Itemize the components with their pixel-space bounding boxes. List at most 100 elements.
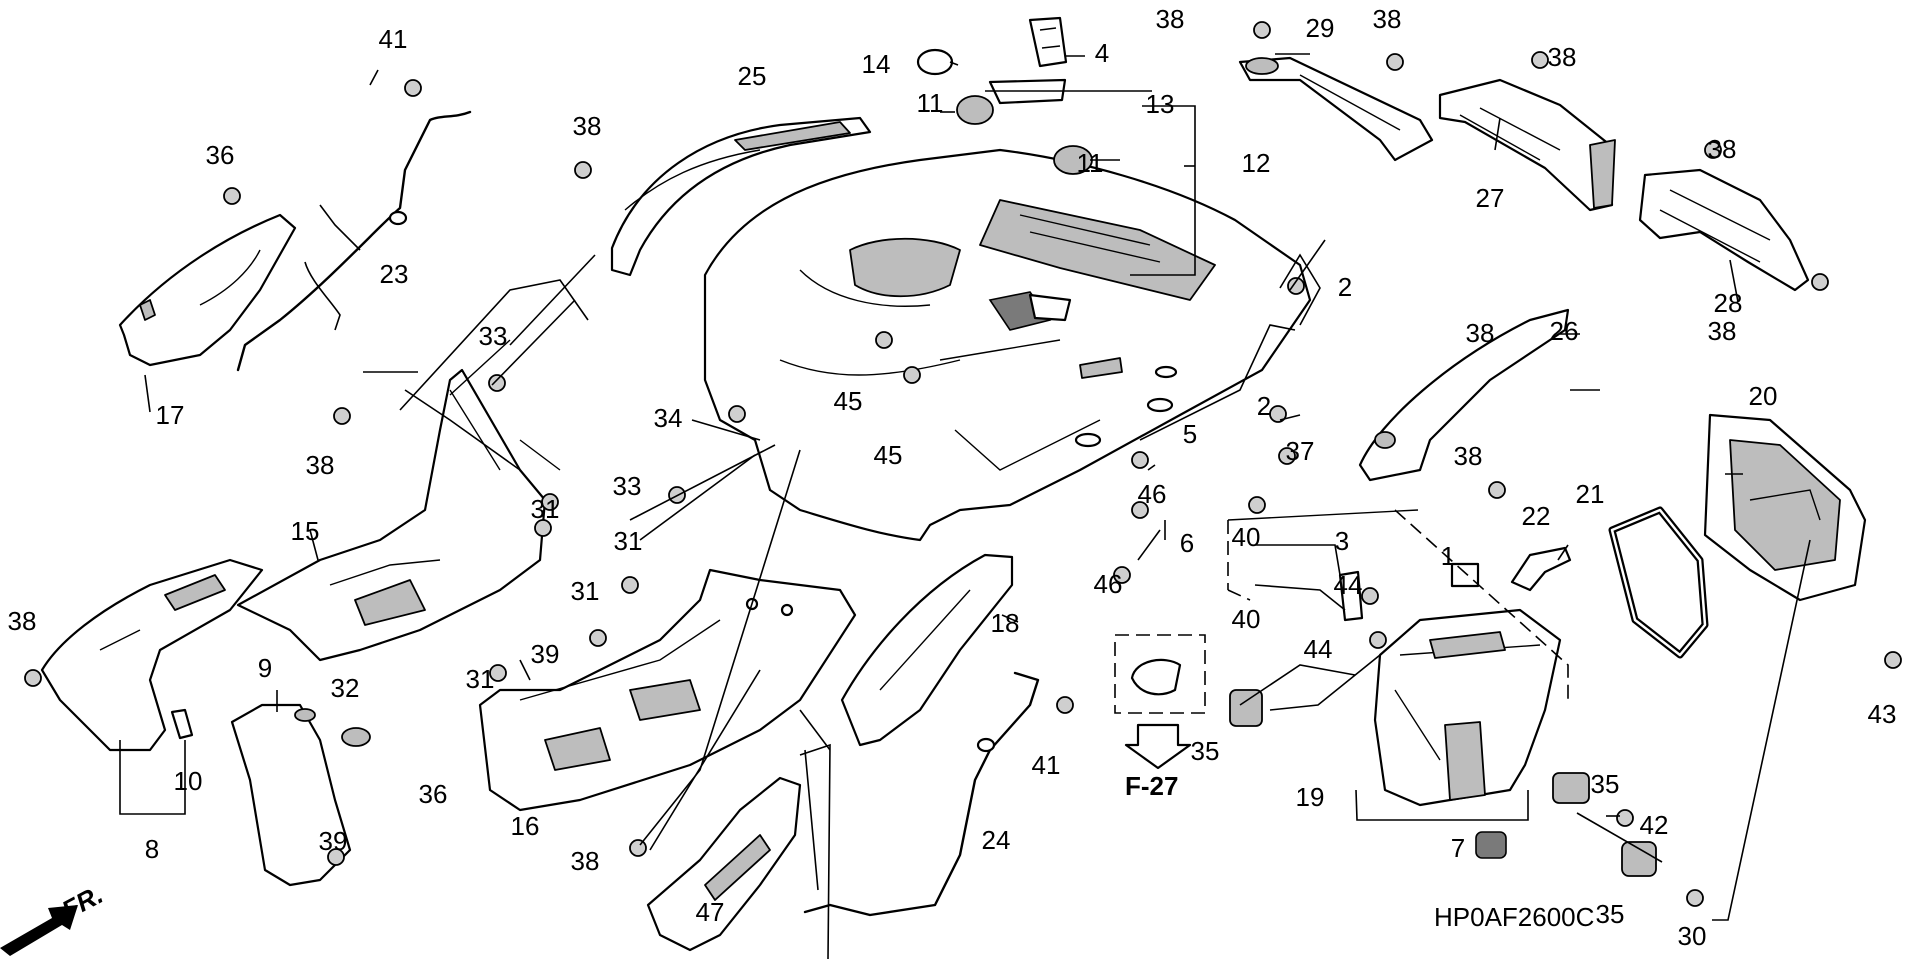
part-17-side-cover — [118, 213, 297, 367]
part-12-front-fender — [703, 148, 1312, 542]
callout-38: 38 — [8, 606, 37, 636]
callout-6: 6 — [1180, 528, 1194, 558]
callout-9: 9 — [258, 653, 272, 683]
fastener-bolt-icon — [574, 161, 592, 179]
callout-46-2: 46 — [1094, 569, 1123, 599]
fastener-bolt-icon — [1131, 451, 1149, 469]
callout-46: 46 — [1138, 479, 1167, 509]
callout-13: 13 — [1146, 89, 1175, 119]
callout-24: 24 — [982, 825, 1011, 855]
fastener-bolt-icon — [1811, 273, 1829, 291]
fastener-bolt-icon — [1278, 447, 1296, 465]
fastener-bolt-icon — [1488, 481, 1506, 499]
fastener-bolt-icon — [1531, 51, 1549, 69]
callout-7: 7 — [1451, 833, 1465, 863]
fastener-bolt-icon — [1884, 651, 1902, 669]
part-15-footrest-left — [236, 339, 561, 662]
fastener-bolt-icon — [1686, 889, 1704, 907]
part-18-mud-flap — [840, 553, 1014, 747]
callout-1: 1 — [1441, 541, 1455, 571]
callout-36: 36 — [206, 140, 235, 170]
callout-38-4: 38 — [1156, 4, 1185, 34]
callout-38-9: 38 — [1454, 441, 1483, 471]
callout-28: 28 — [1714, 288, 1743, 318]
callout-34: 34 — [654, 403, 683, 433]
callout-8: 8 — [145, 834, 159, 864]
fastener-bolt-icon — [1704, 141, 1722, 159]
callout-4: 4 — [1095, 38, 1109, 68]
part-20-tail-light — [1703, 413, 1867, 602]
callout-44-2: 44 — [1304, 634, 1333, 664]
callout-38-8: 38 — [1708, 316, 1737, 346]
fastener-bolt-icon — [223, 187, 241, 205]
callout-40-2: 40 — [1232, 604, 1261, 634]
callout-2-2: 2 — [1257, 391, 1271, 421]
callout-22: 22 — [1522, 501, 1551, 531]
part-4-clip — [1028, 16, 1068, 68]
callout-30: 30 — [1678, 921, 1707, 951]
callout-41: 41 — [379, 24, 408, 54]
callout-11: 11 — [917, 88, 944, 118]
fastener-bolt-icon — [1361, 587, 1379, 605]
callout-41-2: 41 — [1032, 750, 1061, 780]
callout-38-3: 38 — [573, 111, 602, 141]
fastener-bolt-icon — [1113, 566, 1131, 584]
ref-label: F-27 — [1125, 771, 1178, 801]
fastener-bolt-icon — [1248, 496, 1266, 514]
part-1-pad — [1450, 562, 1480, 588]
callout-29: 29 — [1306, 13, 1335, 43]
callout-37: 37 — [1286, 436, 1315, 466]
part-14-cap — [916, 48, 954, 76]
fastener-bolt-icon — [541, 493, 559, 511]
diagram-code: HP0AF2600C — [1434, 902, 1594, 932]
part-11-rubber-a — [956, 95, 994, 125]
fastener-bolt-icon — [629, 839, 647, 857]
part-23-cable — [236, 110, 472, 372]
callout-33: 33 — [479, 321, 508, 351]
callout-16: 16 — [511, 811, 540, 841]
fastener-bolt-icon — [489, 664, 507, 682]
callout-38-10: 38 — [571, 846, 600, 876]
callout-47: 47 — [696, 897, 725, 927]
callout-35-2: 35 — [1591, 769, 1620, 799]
fastener-bolt-icon — [327, 848, 345, 866]
fastener-bolt-icon — [24, 669, 42, 687]
part-16-footrest-right — [478, 568, 857, 812]
callout-31-3: 31 — [571, 576, 600, 606]
ref-f27-box — [1114, 634, 1206, 770]
leader-lines — [119, 53, 1811, 960]
front-arrow-icon — [0, 905, 78, 956]
fastener-bolt-icon — [903, 366, 921, 384]
callout-21: 21 — [1576, 479, 1605, 509]
callout-40: 40 — [1232, 522, 1261, 552]
callout-32: 32 — [331, 673, 360, 703]
callout-38-2: 38 — [306, 450, 335, 480]
callout-35: 35 — [1191, 736, 1220, 766]
callout-14: 14 — [862, 49, 891, 79]
part-35-filter-b — [1552, 772, 1590, 804]
group-box-19 — [1227, 509, 1569, 700]
callout-43: 43 — [1868, 699, 1897, 729]
callout-35-3: 35 — [1596, 899, 1625, 929]
callout-39: 39 — [531, 639, 560, 669]
part-35-filter-c — [1621, 841, 1657, 877]
part-7-grommet — [1475, 831, 1507, 859]
fastener-bolt-icon — [488, 374, 506, 392]
callout-5: 5 — [1183, 419, 1197, 449]
callout-44: 44 — [1334, 570, 1363, 600]
callout-33-2: 33 — [613, 471, 642, 501]
fastener-bolt-icon — [1369, 631, 1387, 649]
callout-12: 12 — [1242, 148, 1271, 178]
callout-25: 25 — [738, 61, 767, 91]
fastener-bolt-icon — [1253, 21, 1271, 39]
fastener-bolt-icon — [1056, 696, 1074, 714]
part-35-filter-a — [1229, 689, 1263, 727]
part-19-storage-box — [1373, 608, 1562, 807]
callout-27: 27 — [1476, 183, 1505, 213]
fastener-bolt-icon — [534, 519, 552, 537]
callout-3: 3 — [1335, 526, 1349, 556]
fastener-bolt-icon — [1386, 53, 1404, 71]
part-28-inner-fender — [1638, 168, 1810, 292]
fastener-bolt-icon — [333, 407, 351, 425]
